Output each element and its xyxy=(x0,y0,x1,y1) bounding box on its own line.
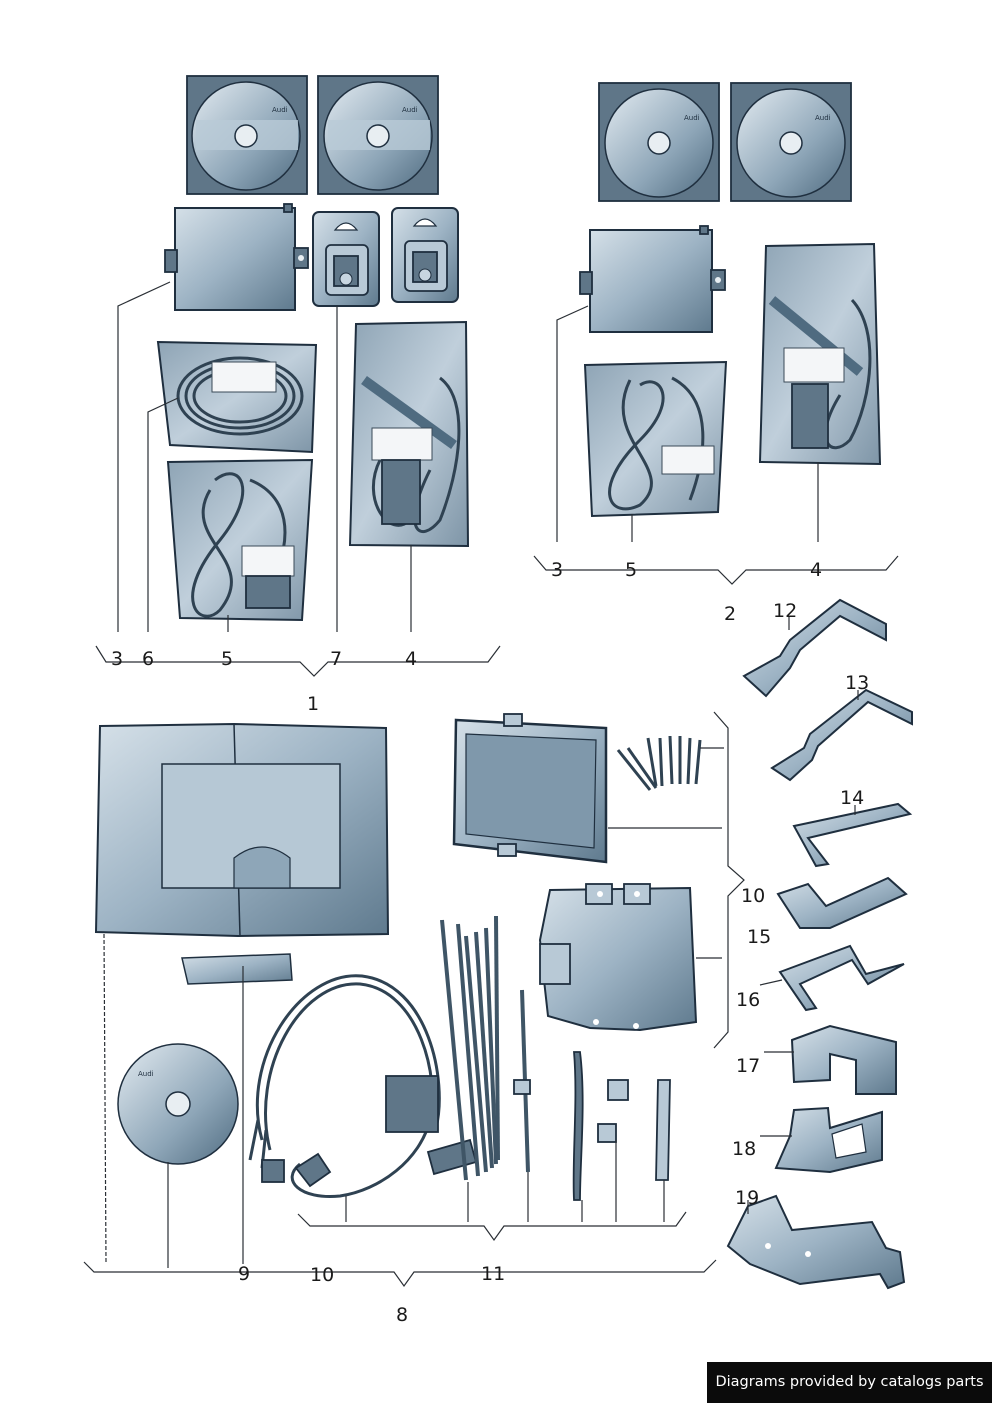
group-1-leaders xyxy=(95,281,501,677)
callout-4: 4 xyxy=(810,559,822,581)
disc-brand-label: Audi xyxy=(684,114,700,122)
callout-7: 7 xyxy=(330,648,342,670)
cable-bag xyxy=(583,360,728,518)
mounting-frame xyxy=(452,713,608,864)
foam-pad xyxy=(597,1123,617,1143)
bracket-17 xyxy=(790,1024,897,1095)
callout-4: 4 xyxy=(405,648,417,670)
callout-12: 12 xyxy=(773,600,797,622)
bracket-12 xyxy=(742,598,887,698)
callout-11: 11 xyxy=(481,1263,505,1285)
blister-pack xyxy=(391,207,459,303)
callout-10: 10 xyxy=(741,885,765,907)
callout-13: 13 xyxy=(845,672,869,694)
bracket-18 xyxy=(774,1106,883,1174)
group-8-parts: Audi xyxy=(94,713,702,1201)
callout-5: 5 xyxy=(625,559,637,581)
callout-group-8: 8 xyxy=(396,1304,408,1326)
bracket-14 xyxy=(792,802,913,868)
group-1-parts: Audi Audi xyxy=(156,75,470,622)
group-2-leaders xyxy=(533,305,899,585)
bracket-15 xyxy=(776,876,908,929)
manual-wallet xyxy=(94,722,390,938)
cd-sleeve: Audi xyxy=(598,82,720,202)
control-unit xyxy=(164,203,309,311)
bracket-16 xyxy=(778,944,905,1012)
disc-brand-label: Audi xyxy=(815,114,831,122)
callout-18: 18 xyxy=(732,1138,756,1160)
callout-14: 14 xyxy=(840,787,864,809)
disc-brand-label: Audi xyxy=(402,106,418,114)
cd-sleeve: Audi xyxy=(730,82,852,202)
credit-badge: Diagrams provided by catalogs parts xyxy=(707,1362,992,1403)
group-2-parts: Audi Audi xyxy=(579,82,882,518)
cable-bag xyxy=(166,458,314,622)
label-strip xyxy=(181,953,293,985)
callout-group-2: 2 xyxy=(724,603,736,625)
cable-bag xyxy=(758,242,882,466)
mounting-plate xyxy=(538,883,698,1032)
callout-15: 15 xyxy=(747,926,771,948)
callout-5: 5 xyxy=(221,648,233,670)
callout-3: 3 xyxy=(111,648,123,670)
cd-sleeve: Audi xyxy=(317,75,439,195)
disc-brand-label: Audi xyxy=(138,1070,154,1078)
control-unit xyxy=(579,225,726,333)
navigation-disc: Audi xyxy=(117,1043,239,1165)
foam-pad xyxy=(607,1079,629,1101)
callout-17: 17 xyxy=(736,1055,760,1077)
callout-19: 19 xyxy=(735,1187,759,1209)
disc-brand-label: Audi xyxy=(272,106,288,114)
bracket-19 xyxy=(726,1194,906,1290)
cable-bag xyxy=(348,320,470,548)
screw-set xyxy=(616,735,702,791)
callout-3: 3 xyxy=(551,559,563,581)
callout-16: 16 xyxy=(736,989,760,1011)
bracket-13 xyxy=(770,688,913,782)
wiring-harness xyxy=(248,974,478,1199)
callout-9: 9 xyxy=(238,1263,250,1285)
callout-6: 6 xyxy=(142,648,154,670)
callout-group-1: 1 xyxy=(307,693,319,715)
callout-10: 10 xyxy=(310,1264,334,1286)
group-8-leaders xyxy=(83,711,745,1288)
blister-pack xyxy=(312,211,380,307)
cable-ties xyxy=(440,915,531,1181)
cable-bag xyxy=(156,340,318,454)
adhesive-strip xyxy=(655,1079,671,1181)
edge-protector xyxy=(572,1051,584,1201)
cd-sleeve: Audi xyxy=(186,75,308,195)
